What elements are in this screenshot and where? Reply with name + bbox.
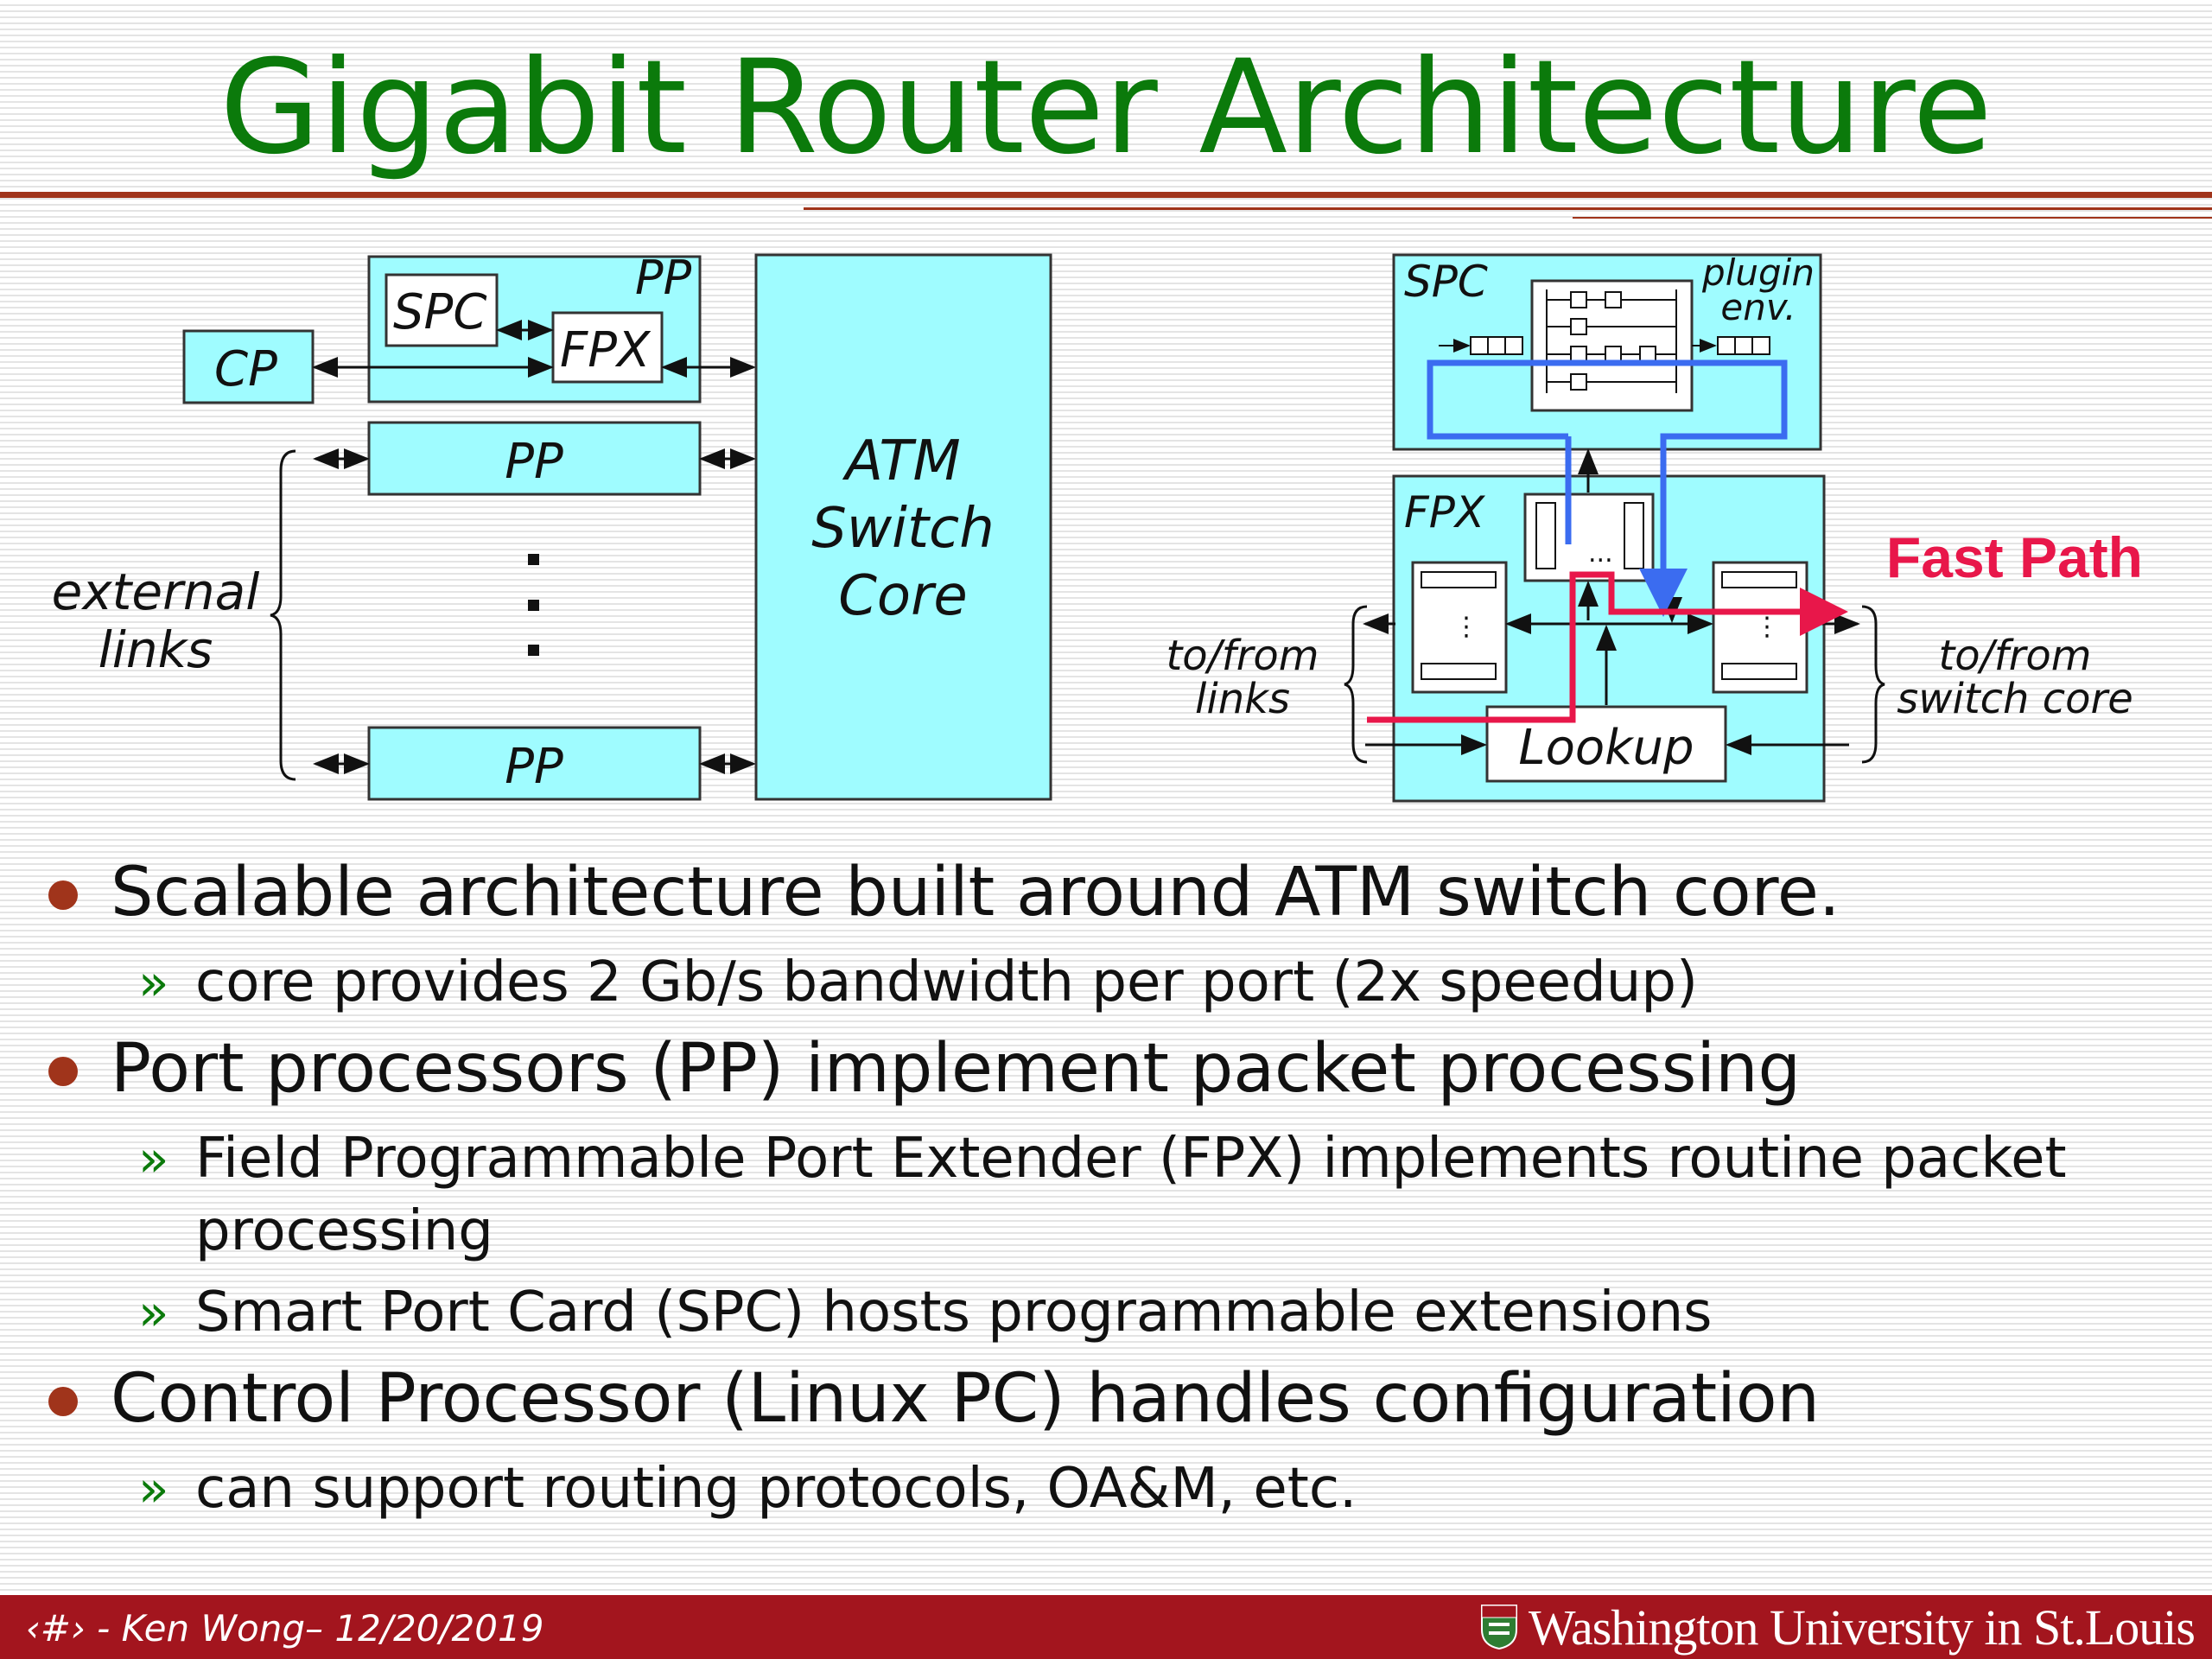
shield-icon	[1480, 1605, 1517, 1650]
fpx-detail-label: FPX	[1404, 487, 1486, 537]
pp-mid-label: PP	[505, 434, 563, 490]
spc-label: SPC	[393, 284, 486, 340]
core-brace	[1861, 605, 1885, 764]
fast-path-line	[1367, 571, 1848, 723]
bullet-text: Port processors (PP) implement packet pr…	[111, 1030, 1802, 1108]
fpx-queue	[1421, 663, 1497, 680]
footer-bar: ‹#› - Ken Wong– 12/20/2019 Washington Un…	[0, 1595, 2212, 1659]
footer-text: ‹#› - Ken Wong– 12/20/2019	[26, 1607, 544, 1649]
spc-path-line	[1427, 359, 1788, 617]
chevron-bullet-icon: »	[138, 1283, 169, 1342]
title-rule-secondary	[804, 207, 2212, 210]
sub-bullet-text: Field Programmable Port Extender (FPX) i…	[195, 1127, 2067, 1263]
sub-bullet-item: » Smart Port Card (SPC) hosts programmabl…	[0, 1276, 2212, 1349]
sub-bullet-text: Smart Port Card (SPC) hosts programmable…	[195, 1281, 1713, 1344]
lookup-label: Lookup	[1518, 720, 1694, 776]
bullet-item: Port processors (PP) implement packet pr…	[0, 1027, 2212, 1110]
bullet-list: Scalable architecture built around ATM s…	[0, 851, 2212, 1534]
bullet-text: Scalable architecture built around ATM s…	[111, 854, 1840, 931]
atm-switch-core-box	[754, 253, 1052, 801]
fpx-ellipsis: ...	[1588, 538, 1613, 569]
atm-label-line3: Core	[838, 564, 968, 628]
core-label-line1: to/from	[1938, 632, 2091, 680]
chevron-bullet-icon: »	[138, 1459, 169, 1518]
university-logo-text: Washington University in St.Louis	[1528, 1599, 2196, 1656]
fpx-label: FPX	[560, 322, 652, 378]
external-links-label-line2: links	[99, 620, 213, 679]
bullet-text: Control Processor (Linux PC) handles con…	[111, 1360, 1820, 1438]
chevron-bullet-icon: »	[138, 1129, 169, 1188]
ellipsis-dot	[528, 600, 539, 611]
ellipsis-dot	[528, 645, 539, 656]
spc-input-queue	[1439, 336, 1523, 355]
fast-path-label: Fast Path	[1886, 525, 2143, 589]
fpx-ellipsis: ⋮	[1453, 612, 1479, 642]
pp-bottom-label: PP	[505, 739, 563, 795]
plugin-env-label-line1: plugin	[1701, 251, 1815, 294]
bullet-item: Scalable architecture built around ATM s…	[0, 851, 2212, 934]
bullet-dot-icon	[48, 1387, 78, 1416]
plugin-queues	[1546, 289, 1677, 393]
spc-detail-label: SPC	[1404, 257, 1488, 307]
plugin-env-label-line2: env.	[1720, 286, 1796, 328]
cp-label: CP	[214, 341, 277, 397]
bullet-dot-icon	[48, 1057, 78, 1086]
pp-mid-box	[367, 421, 702, 496]
sub-bullet-text: core provides 2 Gb/s bandwidth per port …	[195, 950, 1698, 1014]
links-label-line1: to/from	[1166, 632, 1319, 680]
atm-label-line1: ATM	[842, 429, 960, 493]
sub-bullet-text: can support routing protocols, OA&M, etc…	[195, 1457, 1357, 1521]
spc-output-queue	[1692, 336, 1770, 355]
spc-box	[385, 273, 499, 347]
fpx-box	[551, 311, 664, 384]
atm-label-line2: Switch	[811, 497, 995, 561]
external-links-brace	[270, 449, 296, 781]
core-label-line2: switch core	[1897, 675, 2133, 723]
title-rule-tertiary	[1573, 217, 2212, 219]
bullet-item: Control Processor (Linux PC) handles con…	[0, 1357, 2212, 1440]
fpx-queue	[1624, 502, 1644, 569]
chevron-bullet-icon: »	[138, 953, 169, 1012]
sub-bullet-item: » Field Programmable Port Extender (FPX) …	[0, 1122, 2212, 1268]
sub-bullet-item: » can support routing protocols, OA&M, et…	[0, 1452, 2212, 1525]
university-logo: Washington University in St.Louis	[1480, 1599, 2196, 1656]
external-links-label-line1: external	[52, 563, 260, 621]
fpx-queue	[1535, 502, 1556, 569]
fpx-ellipsis: ⋮	[1754, 612, 1780, 642]
ellipsis-dot	[528, 554, 539, 565]
slide-title: Gigabit Router Architecture	[219, 33, 1993, 183]
links-label-line2: links	[1195, 675, 1290, 723]
title-rule	[0, 192, 2212, 198]
links-brace	[1344, 605, 1368, 764]
fpx-queue	[1721, 571, 1797, 588]
pp-bottom-box	[367, 726, 702, 801]
bullet-dot-icon	[48, 880, 78, 910]
pp-top-label: PP	[635, 251, 692, 305]
sub-bullet-item: » core provides 2 Gb/s bandwidth per port…	[0, 946, 2212, 1019]
fpx-queue	[1421, 571, 1497, 588]
fpx-queue	[1721, 663, 1797, 680]
